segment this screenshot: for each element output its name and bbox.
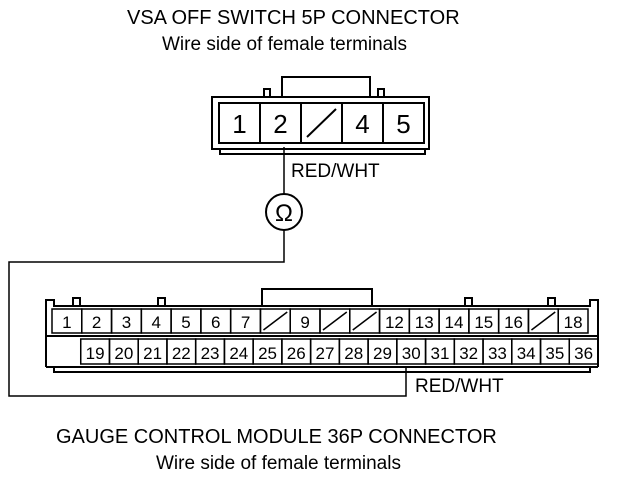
bottom-row1-cell: 2 bbox=[81, 308, 113, 334]
bottom-row2-cell: 29 bbox=[367, 338, 398, 365]
bottom-row1-cell: 12 bbox=[378, 308, 411, 334]
top-terminal-number: 5 bbox=[396, 109, 410, 139]
bottom-row1-cell: 1 bbox=[51, 308, 83, 334]
bottom-row2-cell: 27 bbox=[309, 338, 341, 365]
bottom-row2-cell: 36 bbox=[568, 338, 599, 365]
bottom-row1-cell bbox=[319, 308, 351, 334]
bottom-terminal-number: 14 bbox=[445, 313, 464, 332]
bottom-terminal-number: 21 bbox=[143, 344, 162, 363]
bottom-row1-cell: 14 bbox=[438, 308, 470, 334]
bottom-terminal-number: 16 bbox=[504, 313, 523, 332]
bottom-row2-cell: 19 bbox=[79, 338, 111, 365]
bottom-terminal-number: 1 bbox=[62, 313, 71, 332]
bottom-terminal-number: 18 bbox=[564, 313, 583, 332]
bottom-row1-cell bbox=[527, 308, 559, 334]
bottom-terminal-number: 7 bbox=[241, 313, 250, 332]
bottom-terminal-number: 30 bbox=[402, 344, 421, 363]
bottom-terminal-number: 12 bbox=[385, 313, 404, 332]
top-terminal-cell: 5 bbox=[382, 102, 425, 144]
top-wire-label: RED/WHT bbox=[291, 161, 380, 182]
bottom-row1-cell: 6 bbox=[200, 308, 232, 334]
bottom-terminal-number: 19 bbox=[86, 344, 105, 363]
bottom-terminal-number: 4 bbox=[151, 313, 160, 332]
bottom-terminal-number: 23 bbox=[201, 344, 220, 363]
top-terminal-cell: 1 bbox=[218, 102, 261, 144]
ohm-icon: Ω bbox=[275, 200, 293, 227]
bottom-terminal-number: 6 bbox=[211, 313, 220, 332]
top-connector-subtitle: Wire side of female terminals bbox=[162, 34, 407, 55]
bottom-row1-cell: 3 bbox=[110, 308, 143, 334]
wire-meter-to-left bbox=[8, 230, 407, 397]
bottom-row1-cell: 18 bbox=[557, 308, 589, 334]
bottom-terminal-number: 24 bbox=[229, 344, 248, 363]
bottom-terminal-number: 15 bbox=[474, 313, 493, 332]
wires bbox=[8, 147, 407, 397]
bottom-row2-cell: 23 bbox=[194, 338, 226, 365]
bottom-terminal-number: 34 bbox=[517, 344, 536, 363]
bottom-row2-cell: 34 bbox=[511, 338, 542, 365]
bottom-row1-cell: 5 bbox=[170, 308, 202, 334]
bottom-terminal-number: 36 bbox=[574, 344, 593, 363]
bottom-terminal-number: 9 bbox=[300, 313, 309, 332]
bottom-terminal-number: 3 bbox=[122, 313, 131, 332]
bottom-row2-cell: 30 bbox=[396, 338, 427, 365]
bottom-terminal-number: 5 bbox=[181, 313, 190, 332]
bottom-terminal-number: 22 bbox=[172, 344, 191, 363]
bottom-row2-cell: 35 bbox=[539, 338, 571, 365]
bottom-row1-cell: 16 bbox=[497, 308, 530, 334]
bottom-terminal-number: 2 bbox=[92, 313, 101, 332]
bottom-terminal-number: 26 bbox=[287, 344, 306, 363]
bottom-row2-cell: 31 bbox=[424, 338, 456, 365]
top-connector-title: VSA OFF SWITCH 5P CONNECTOR bbox=[127, 7, 460, 29]
top-terminal-number: 1 bbox=[232, 109, 246, 139]
bottom-row2-cell: 25 bbox=[252, 338, 283, 365]
bottom-wire-label: RED/WHT bbox=[415, 376, 504, 397]
bottom-terminal-number: 35 bbox=[545, 344, 564, 363]
bottom-row1-cell bbox=[259, 308, 291, 334]
bottom-terminal-number: 25 bbox=[258, 344, 277, 363]
bottom-row1-cell: 4 bbox=[140, 308, 172, 334]
bottom-terminal-number: 29 bbox=[373, 344, 392, 363]
top-terminal-cell: 2 bbox=[259, 102, 302, 144]
bottom-row2-cell: 32 bbox=[453, 338, 484, 365]
top-terminal-cell bbox=[300, 102, 343, 144]
top-terminal-number: 2 bbox=[273, 109, 287, 139]
bottom-row2-cell: 33 bbox=[482, 338, 513, 365]
top-terminal-number: 4 bbox=[355, 109, 369, 139]
ohmmeter: Ω bbox=[265, 193, 303, 231]
bottom-row1-cell: 15 bbox=[468, 308, 500, 334]
bottom-terminal-number: 28 bbox=[344, 344, 363, 363]
bottom-terminal-number: 33 bbox=[488, 344, 507, 363]
bottom-row2-cell: 22 bbox=[166, 338, 197, 365]
bottom-terminal-number: 31 bbox=[430, 344, 449, 363]
bottom-row2-cell: 26 bbox=[281, 338, 312, 365]
bottom-row2-cell: 24 bbox=[223, 338, 254, 365]
bottom-terminal-number: 32 bbox=[459, 344, 478, 363]
bottom-row1-cell bbox=[349, 308, 381, 334]
bottom-terminal-number: 27 bbox=[316, 344, 335, 363]
bottom-row2-cell: 21 bbox=[137, 338, 168, 365]
ohmmeter-circle bbox=[265, 193, 303, 231]
bottom-row1-cell: 13 bbox=[408, 308, 440, 334]
bottom-connector-title: GAUGE CONTROL MODULE 36P CONNECTOR bbox=[56, 426, 497, 448]
bottom-terminal-number: 20 bbox=[114, 344, 133, 363]
bottom-row1-cell: 7 bbox=[229, 308, 262, 334]
bottom-row1-cell: 9 bbox=[289, 308, 321, 334]
top-terminal-cell: 4 bbox=[341, 102, 384, 144]
bottom-row2-cell: 20 bbox=[108, 338, 139, 365]
bottom-connector-subtitle: Wire side of female terminals bbox=[156, 453, 401, 474]
bottom-row2-cell: 28 bbox=[338, 338, 369, 365]
bottom-terminal-number: 13 bbox=[415, 313, 434, 332]
